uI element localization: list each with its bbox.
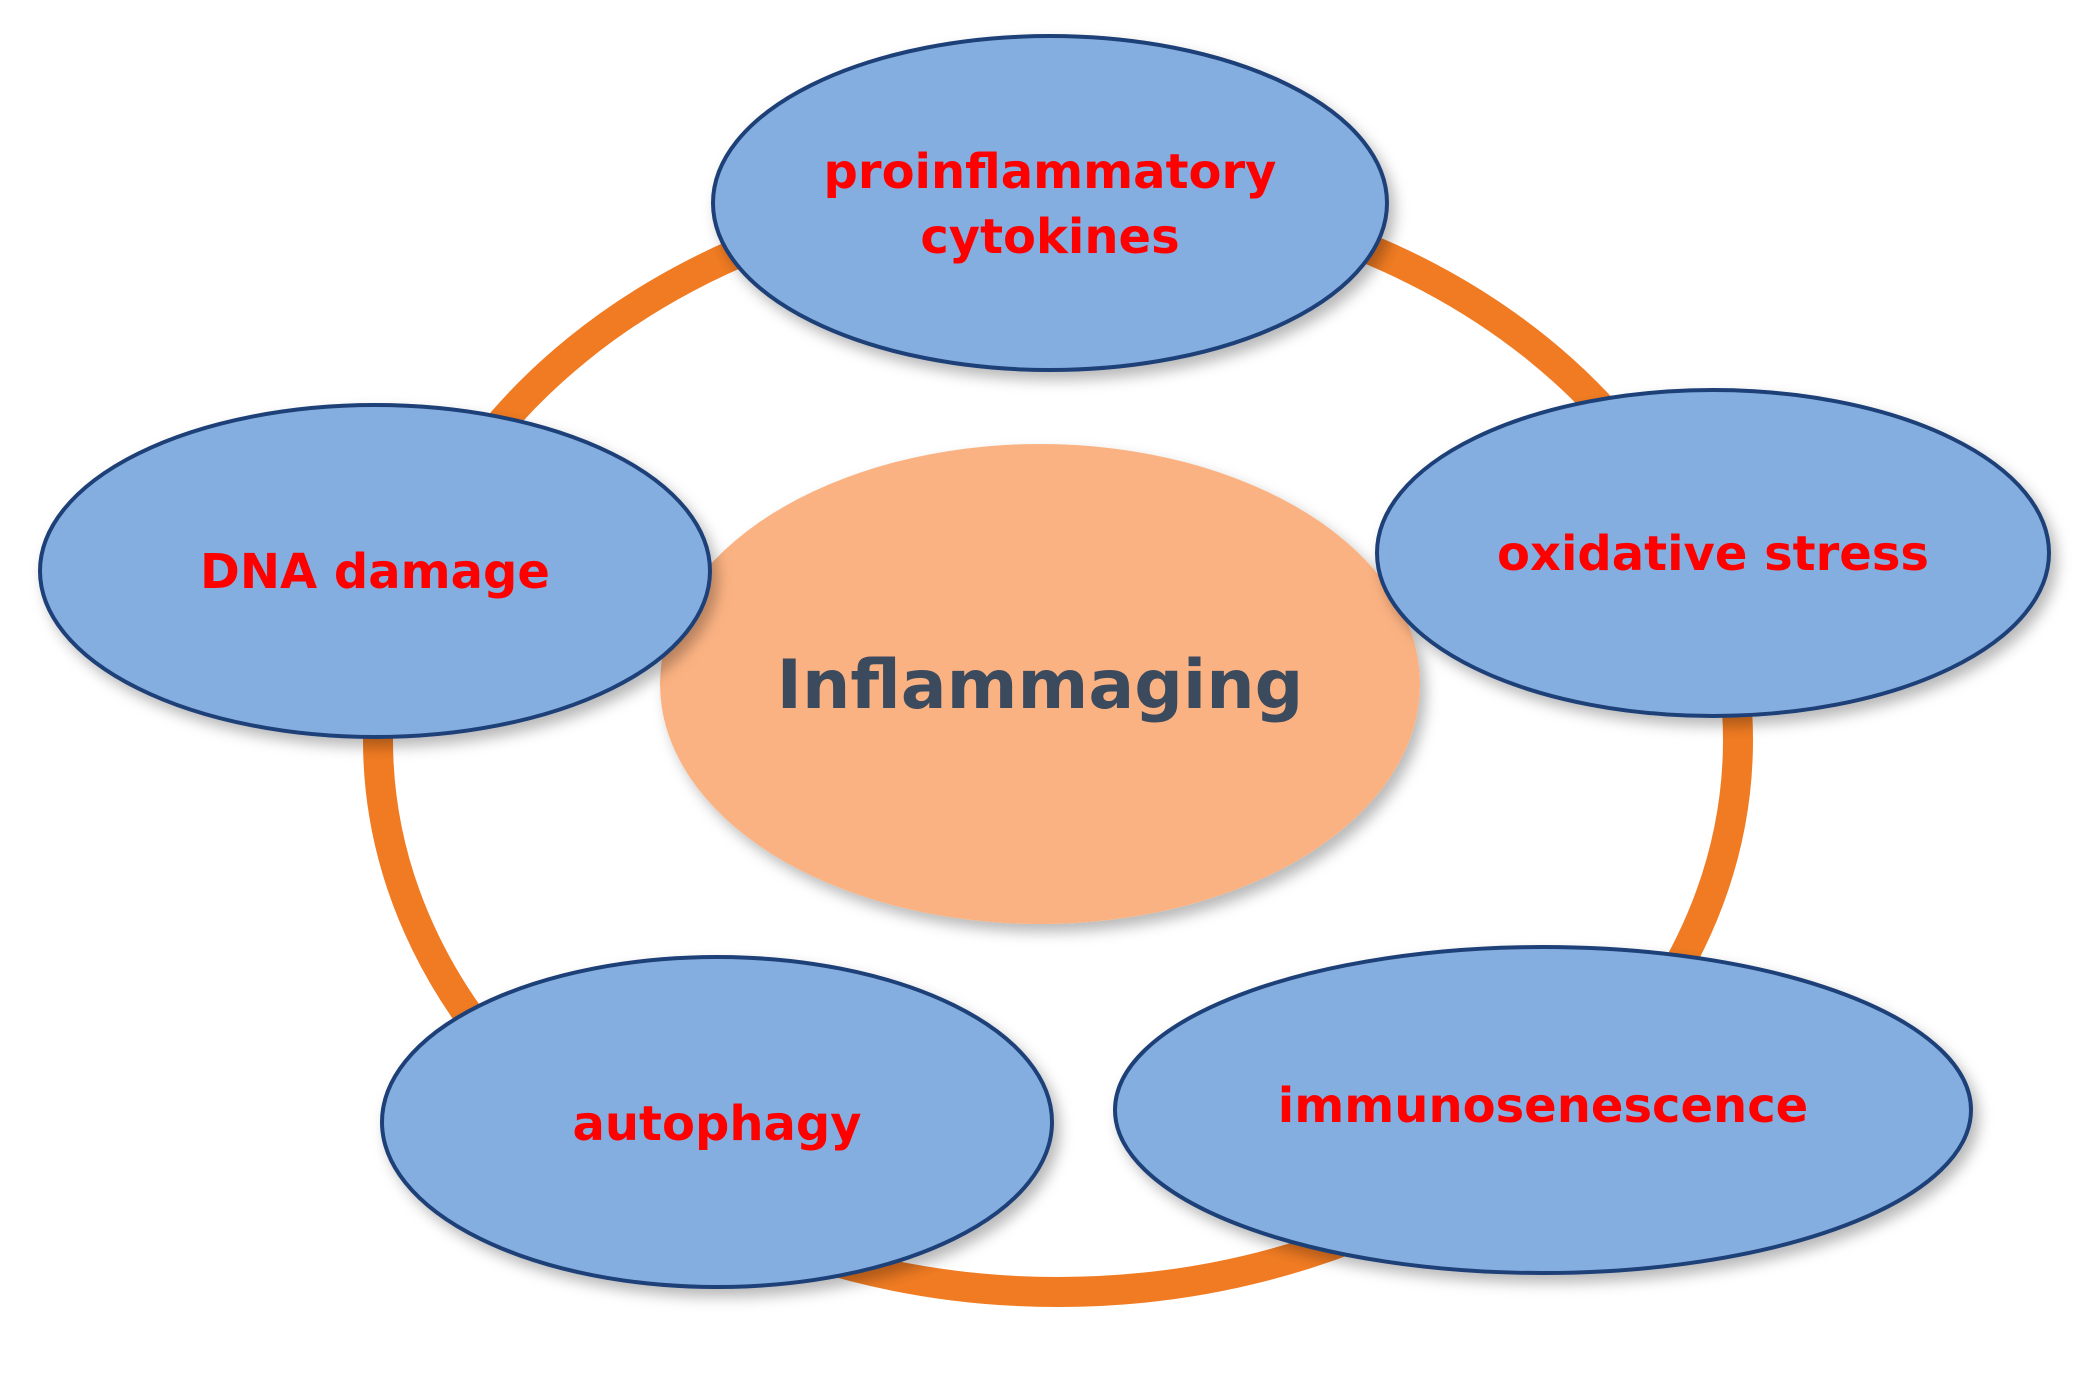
- node-ellipse: [38, 403, 712, 739]
- node-ellipse: [1375, 388, 2051, 718]
- node-immunosenescence: immunosenescence: [1113, 945, 1973, 1275]
- center-node: Inflammaging: [660, 444, 1420, 924]
- node-label: immunosenescence: [1278, 1078, 1808, 1134]
- center-ellipse: [660, 444, 1420, 924]
- node-label: autophagy: [572, 1096, 861, 1152]
- node-label: DNA damage: [200, 544, 550, 600]
- node-autophagy: autophagy: [380, 955, 1054, 1289]
- node-dna-damage: DNA damage: [38, 403, 712, 739]
- node-proinflammatory-cytokines: proinflammatory cytokines: [711, 34, 1389, 372]
- node-label: oxidative stress: [1497, 526, 1929, 582]
- node-label-line-1: proinflammatory: [824, 144, 1277, 200]
- center-label: Inflammaging: [777, 646, 1304, 725]
- node-ellipse: [1113, 945, 1973, 1275]
- node-ellipse: [380, 955, 1054, 1289]
- node-oxidative-stress: oxidative stress: [1375, 388, 2051, 718]
- node-label-line-2: cytokines: [920, 209, 1179, 265]
- node-ellipse: [711, 34, 1389, 372]
